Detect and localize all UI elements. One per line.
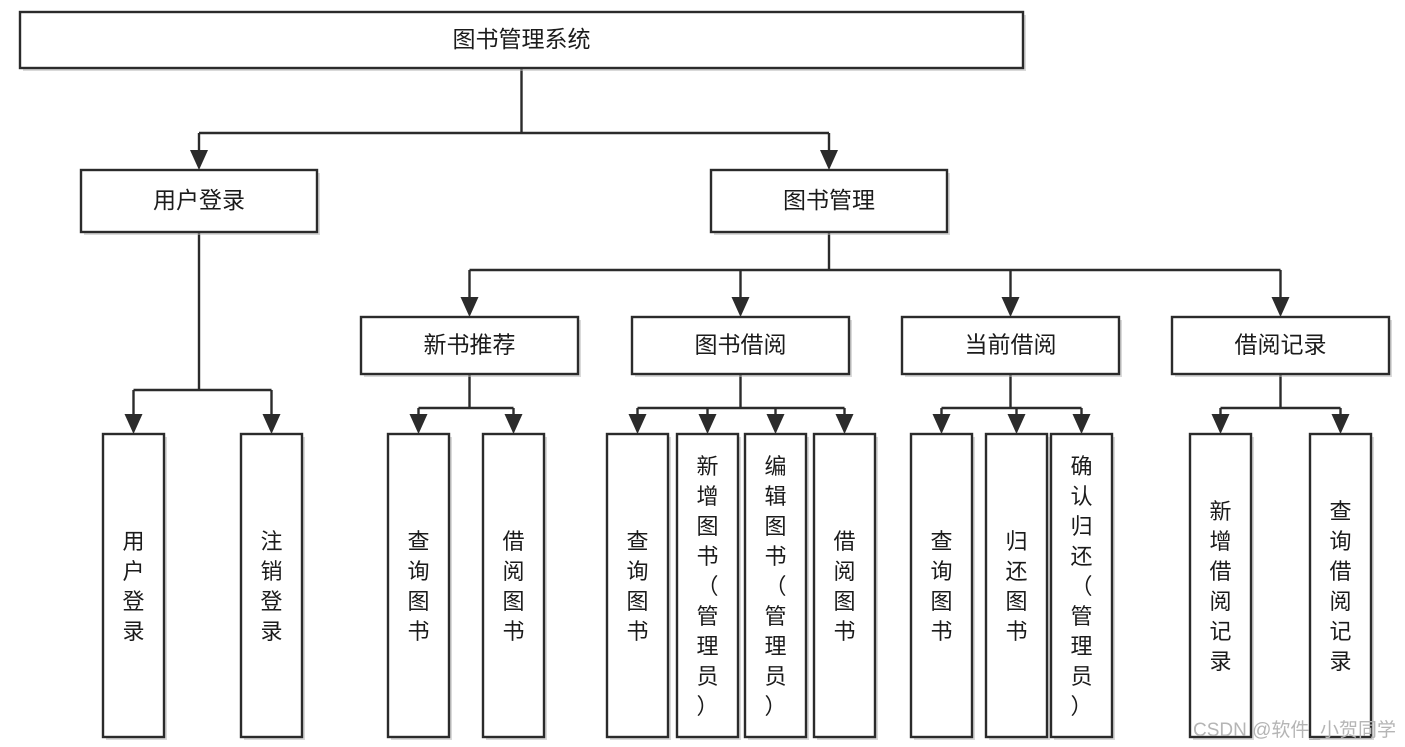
- arrow-head-icon: [1331, 414, 1350, 434]
- connectors-layer: [124, 68, 1350, 434]
- node-query-book[interactable]: 查询图书: [386, 432, 452, 740]
- arrow-head-icon: [698, 414, 717, 434]
- arrow-head-icon: [1271, 297, 1290, 317]
- node-borrow-book[interactable]: 借阅图书: [481, 432, 547, 740]
- node-label: 归还图书: [1005, 529, 1027, 644]
- arrow-head-icon: [124, 414, 143, 434]
- node-user-login[interactable]: 用户登录: [101, 432, 167, 740]
- csdn-watermark: CSDN @软件_小贺同学: [1193, 719, 1396, 741]
- node-label: 新增借阅记录: [1209, 499, 1231, 674]
- arrow-head-icon: [1007, 414, 1026, 434]
- arrow-head-icon: [262, 414, 281, 434]
- node-edit-book-admin[interactable]: 编辑图书（管理员）: [743, 432, 809, 740]
- node-query-book[interactable]: 查询图书: [909, 432, 975, 740]
- node-add-book-admin[interactable]: 新增图书（管理员）: [675, 432, 741, 740]
- nodes-layer: 图书管理系统用户登录图书管理新书推荐图书借阅当前借阅借阅记录用户登录注销登录查询…: [18, 10, 1392, 740]
- node-borrow-record[interactable]: 借阅记录: [1170, 315, 1392, 377]
- arrow-head-icon: [409, 414, 428, 434]
- node-book-management[interactable]: 图书管理: [709, 168, 950, 235]
- arrow-head-icon: [190, 150, 208, 170]
- node-logout[interactable]: 注销登录: [239, 432, 305, 740]
- node-label: 查询借阅记录: [1329, 499, 1351, 674]
- node-current-borrow[interactable]: 当前借阅: [900, 315, 1122, 377]
- node-borrow-book[interactable]: 借阅图书: [812, 432, 878, 740]
- node-label: 图书管理: [783, 187, 875, 213]
- node-label: 编辑图书（管理员）: [764, 454, 786, 719]
- node-label: 查询图书: [930, 529, 952, 644]
- node-book-management-system[interactable]: 图书管理系统: [18, 10, 1026, 71]
- node-label: 用户登录: [122, 529, 144, 644]
- node-label: 图书管理系统: [453, 26, 591, 52]
- node-label: 查询图书: [407, 529, 429, 644]
- node-query-book[interactable]: 查询图书: [605, 432, 671, 740]
- node-label: 借阅记录: [1235, 332, 1327, 358]
- arrow-head-icon: [460, 297, 479, 317]
- node-label: 借阅图书: [833, 529, 855, 644]
- arrow-head-icon: [504, 414, 523, 434]
- arrow-head-icon: [932, 414, 951, 434]
- arrow-head-icon: [1211, 414, 1230, 434]
- node-query-borrow-record[interactable]: 查询借阅记录: [1308, 432, 1374, 740]
- node-label: 借阅图书: [502, 529, 524, 644]
- node-label: 用户登录: [153, 187, 245, 213]
- node-label: 查询图书: [626, 529, 648, 644]
- node-new-book-recommend[interactable]: 新书推荐: [359, 315, 581, 377]
- node-book-borrow[interactable]: 图书借阅: [630, 315, 852, 377]
- node-return-book[interactable]: 归还图书: [984, 432, 1050, 740]
- node-user-login[interactable]: 用户登录: [79, 168, 320, 235]
- node-confirm-return-admin[interactable]: 确认归还（管理员）: [1049, 432, 1115, 740]
- arrow-head-icon: [1001, 297, 1020, 317]
- node-label: 新书推荐: [424, 332, 516, 358]
- arrow-head-icon: [766, 414, 785, 434]
- node-label: 新增图书（管理员）: [696, 454, 718, 719]
- arrow-head-icon: [731, 297, 750, 317]
- node-label: 确认归还（管理员）: [1070, 454, 1092, 719]
- node-label: 当前借阅: [965, 332, 1057, 358]
- node-add-borrow-record[interactable]: 新增借阅记录: [1188, 432, 1254, 740]
- node-label: 注销登录: [260, 529, 282, 644]
- arrow-head-icon: [835, 414, 854, 434]
- arrow-head-icon: [1072, 414, 1091, 434]
- arrow-head-icon: [628, 414, 647, 434]
- node-label: 图书借阅: [695, 332, 787, 358]
- arrow-head-icon: [820, 150, 838, 170]
